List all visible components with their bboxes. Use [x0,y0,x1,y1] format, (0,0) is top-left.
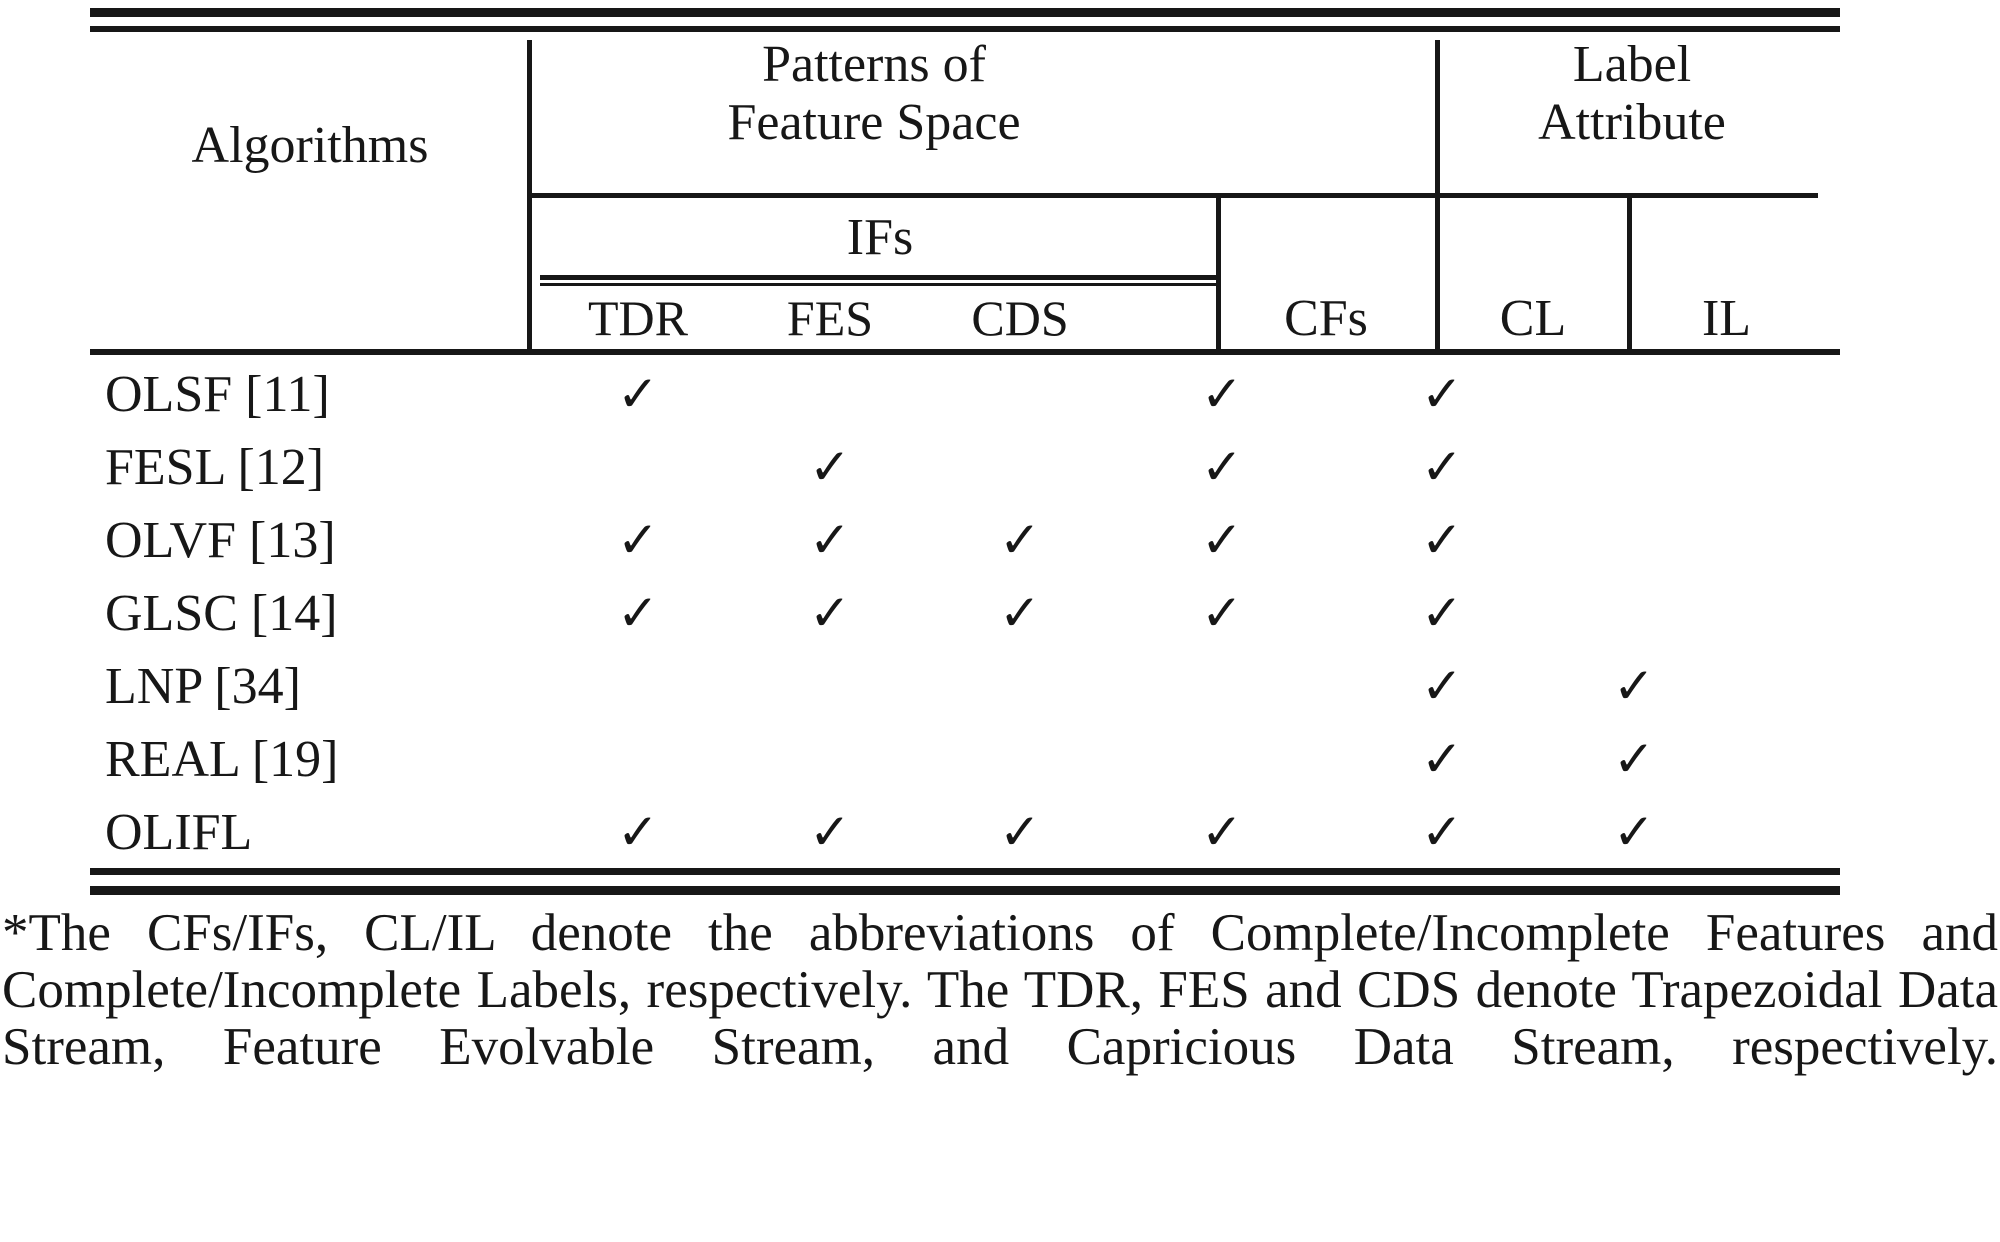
table-bottom-rule-inner [90,868,1840,875]
row-algorithm-name: REAL [19] [105,731,339,788]
checkmark-icon-cl: ✓ [1421,438,1463,496]
label-attribute-divider-top [1435,40,1440,196]
checkmark-icon-fes: ✓ [809,511,851,569]
row-algorithm-name: GLSC [14] [105,585,338,642]
checkmark-icon-il: ✓ [1613,657,1655,715]
checkmark-icon-cfs: ✓ [1201,511,1243,569]
checkmark-icon-cl: ✓ [1421,511,1463,569]
header-fes: FES [786,290,874,346]
table-row: FESL [12] ✓ ✓ ✓ [90,431,1840,504]
table-row: OLVF [13] ✓ ✓ ✓ ✓ ✓ [90,504,1840,577]
cfs-cl-divider [1435,196,1440,349]
checkmark-icon-tdr: ✓ [617,511,659,569]
checkmark-icon-fes: ✓ [809,438,851,496]
checkmark-icon-cl: ✓ [1421,730,1463,788]
checkmark-icon-cl: ✓ [1421,584,1463,642]
table-top-rule-outer [90,8,1840,17]
row-algorithm-name: OLSF [11] [105,366,330,423]
checkmark-icon-cds: ✓ [999,511,1041,569]
checkmark-icon-cfs: ✓ [1201,438,1243,496]
table-footnote: *The CFs/IFs, CL/IL denote the abbreviat… [2,904,1998,1077]
header-algorithms: Algorithms [191,117,429,174]
footnote-text: *The CFs/IFs, CL/IL denote the abbreviat… [2,904,1998,1077]
table-body: OLSF [11]✓✓✓FESL [12]✓✓✓OLVF [13]✓✓✓✓✓GL… [90,358,1840,869]
checkmark-icon-cfs: ✓ [1201,803,1243,861]
checkmark-icon-tdr: ✓ [617,584,659,642]
header-ifs: IFs [846,209,914,266]
checkmark-icon-cds: ✓ [999,584,1041,642]
ifs-group-underline-thin [540,283,1220,286]
checkmark-icon-cfs: ✓ [1201,365,1243,423]
checkmark-icon-cl: ✓ [1421,365,1463,423]
table-row: LNP [34] ✓ ✓ [90,650,1840,723]
checkmark-icon-fes: ✓ [809,584,851,642]
table-row: GLSC [14] ✓ ✓ ✓ ✓ ✓ [90,577,1840,650]
header-cl: CL [1499,290,1567,347]
row-algorithm-name: LNP [34] [105,658,301,715]
checkmark-icon-cfs: ✓ [1201,584,1243,642]
table-bottom-rule-outer [90,886,1840,895]
checkmark-icon-il: ✓ [1613,730,1655,788]
ifs-cfs-divider [1216,196,1221,349]
checkmark-icon-tdr: ✓ [617,803,659,861]
checkmark-icon-fes: ✓ [809,803,851,861]
table-row: REAL [19] ✓ ✓ [90,723,1840,796]
header-il: IL [1701,290,1752,347]
ifs-group-underline [540,275,1220,280]
row-algorithm-name: OLIFL [105,804,253,861]
checkmark-icon-cl: ✓ [1421,657,1463,715]
checkmark-icon-il: ✓ [1613,803,1655,861]
header-tdr: TDR [588,290,688,346]
header-body-separator [90,349,1840,355]
checkmark-icon-cl: ✓ [1421,803,1463,861]
cl-il-divider [1627,196,1632,349]
checkmark-icon-tdr: ✓ [617,365,659,423]
header-cfs: CFs [1284,290,1368,347]
row-algorithm-name: OLVF [13] [105,512,336,569]
row-algorithm-name: FESL [12] [105,439,325,496]
header-cds: CDS [971,290,1069,346]
table-top-rule-inner [90,26,1840,32]
patterns-group-underline [527,193,1818,198]
checkmark-icon-cds: ✓ [999,803,1041,861]
algorithms-column-divider [527,40,532,349]
table-row: OLIFL ✓ ✓ ✓ ✓ ✓ ✓ [90,796,1840,869]
table-row: OLSF [11] ✓ ✓ ✓ [90,358,1840,431]
